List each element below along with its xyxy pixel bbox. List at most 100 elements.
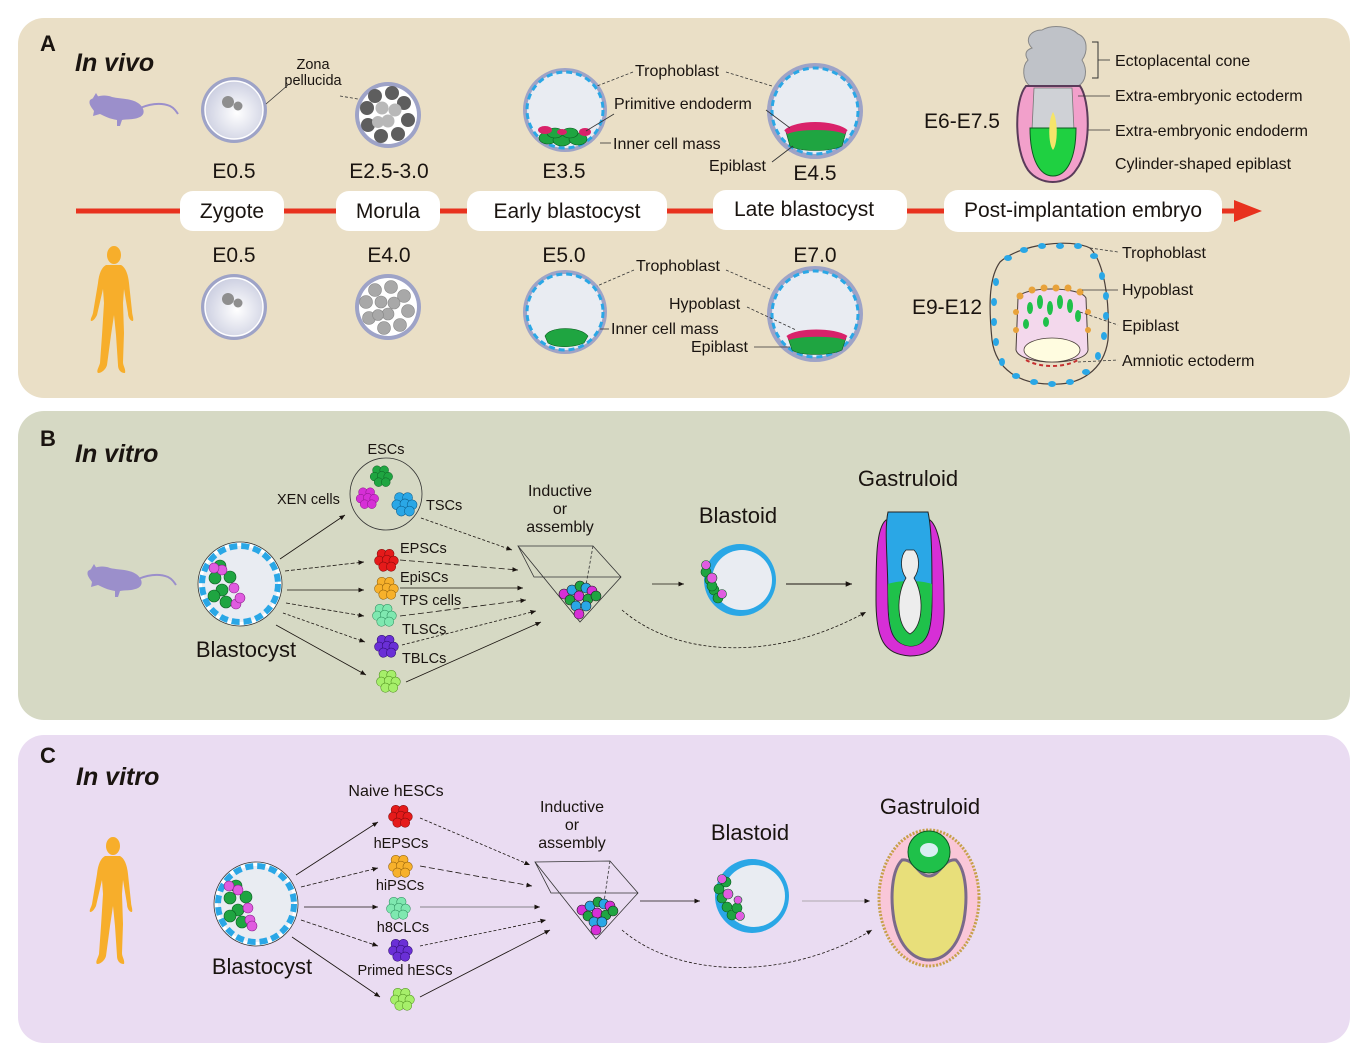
stage-pill-early-blastocyst: Early blastocyst — [467, 191, 667, 231]
blastoid-label-c: Blastoid — [711, 820, 789, 845]
assembly-arrows-b — [399, 517, 542, 683]
label-trophoblast-post: Trophoblast — [1122, 245, 1206, 262]
human-icon — [89, 837, 133, 964]
cluster-tps-cells — [372, 603, 397, 627]
label-amniotic-ectoderm: Amniotic ectoderm — [1122, 353, 1255, 370]
source-label-c: Blastocyst — [212, 954, 312, 979]
blastoid-illustration-b — [700, 544, 776, 616]
cluster-h8clcs — [388, 938, 413, 962]
mouse-morula-illustration — [355, 82, 421, 148]
human-time-morula: E4.0 — [367, 244, 410, 267]
panel-a-content: A In vivo Zygote Morula Early blastocyst… — [40, 26, 1308, 387]
human-time-zygote: E0.5 — [212, 244, 255, 267]
cluster-hipscs — [386, 896, 411, 920]
mouse-time-late-blastocyst: E4.5 — [793, 162, 836, 185]
svg-text:Early blastocyst: Early blastocyst — [493, 200, 640, 223]
process-line2-c: or — [565, 817, 580, 834]
label-episcs: EpiSCs — [400, 570, 448, 586]
label-tlscs: TLSCs — [402, 622, 446, 638]
cluster-episcs — [374, 576, 399, 600]
human-post-implantation-illustration — [989, 242, 1109, 387]
blastocyst-illustration-b — [197, 541, 283, 627]
arrow-to-gastruloid-b — [621, 609, 867, 649]
label-primitive-endoderm: Primitive endoderm — [614, 96, 752, 113]
label-epiblast-human: Epiblast — [691, 339, 748, 356]
process-line2-b: or — [553, 501, 568, 518]
human-early-blastocyst-illustration — [523, 270, 607, 354]
blastoid-illustration-c — [713, 859, 789, 933]
esc-cluster — [369, 465, 394, 488]
cluster-naive-hescs — [388, 804, 413, 828]
label-epscs: EPSCs — [400, 541, 447, 557]
stage-pill-late-blastocyst: Late blastocyst — [713, 190, 907, 230]
human-time-early-blastocyst: E5.0 — [542, 244, 585, 267]
label-tps-cells: TPS cells — [400, 593, 461, 609]
panel-b-content: B In vitro Blastocyst ESCs XEN cells TSC… — [40, 426, 958, 693]
label-inner-cell-mass-human: Inner cell mass — [611, 321, 719, 338]
label-xen-cells: XEN cells — [277, 492, 340, 508]
gastruloid-illustration-b — [875, 511, 945, 657]
derivation-arrows-c — [291, 821, 381, 998]
label-naive-hescs: Naive hESCs — [348, 783, 443, 800]
human-time-late-blastocyst: E7.0 — [793, 244, 836, 267]
gastruloid-illustration-c — [877, 828, 981, 968]
panel-b-title: In vitro — [75, 440, 158, 468]
mouse-early-blastocyst-illustration — [523, 68, 607, 152]
assembly-pyramid-c — [534, 860, 639, 940]
mouse-icon — [88, 92, 179, 127]
label-zona-line1: Zona — [296, 57, 330, 73]
human-icon — [90, 246, 134, 373]
stage-pill-morula: Morula — [336, 191, 440, 231]
xen-cluster — [355, 487, 380, 510]
cluster-epscs — [374, 548, 399, 572]
svg-text:Morula: Morula — [356, 200, 421, 223]
label-hypoblast-human: Hypoblast — [669, 296, 741, 313]
human-time-post-implantation: E9-E12 — [912, 296, 982, 319]
human-zygote-illustration — [201, 274, 267, 340]
mouse-late-blastocyst-illustration — [767, 63, 863, 159]
cluster-primed-hescs — [390, 987, 415, 1011]
human-morula-illustration — [355, 274, 421, 340]
mouse-zygote-illustration — [201, 77, 267, 143]
mouse-icon — [86, 563, 177, 598]
label-cylinder-epiblast: Cylinder-shaped epiblast — [1115, 156, 1292, 173]
label-trophoblast-human: Trophoblast — [636, 258, 720, 275]
process-line1-c: Inductive — [540, 799, 604, 816]
panel-letter-b: B — [40, 426, 56, 451]
gastruloid-label-b: Gastruloid — [858, 466, 958, 491]
panel-a-title: In vivo — [75, 49, 154, 77]
mouse-time-early-blastocyst: E3.5 — [542, 160, 585, 183]
arrow-to-gastruloid-c — [621, 929, 873, 968]
label-extra-embryonic-ectoderm: Extra-embryonic ectoderm — [1115, 88, 1303, 105]
label-tscs: TSCs — [426, 498, 462, 514]
derivation-arrows-b — [275, 514, 367, 676]
label-primed-hescs: Primed hESCs — [357, 963, 452, 979]
source-label-b: Blastocyst — [196, 637, 296, 662]
label-epiblast-post: Epiblast — [1122, 318, 1179, 335]
stage-pill-zygote: Zygote — [180, 191, 284, 231]
cluster-hepscs — [388, 854, 413, 878]
process-line1-b: Inductive — [528, 483, 592, 500]
cluster-tblcs — [376, 669, 401, 693]
panel-letter-c: C — [40, 743, 56, 768]
label-tblcs: TBLCs — [402, 651, 446, 667]
gastruloid-label-c: Gastruloid — [880, 794, 980, 819]
svg-text:Late blastocyst: Late blastocyst — [734, 198, 874, 221]
assembly-pyramid-b — [517, 545, 622, 623]
svg-text:Post-implantation embryo: Post-implantation embryo — [964, 199, 1202, 222]
label-zona-line2: pellucida — [284, 73, 342, 89]
label-hipscs: hiPSCs — [376, 878, 424, 894]
tsc-cluster — [391, 492, 418, 517]
label-inner-cell-mass-mouse: Inner cell mass — [613, 136, 721, 153]
svg-text:Zygote: Zygote — [200, 200, 264, 223]
label-epiblast-mouse: Epiblast — [709, 158, 766, 175]
mouse-time-morula: E2.5-3.0 — [349, 160, 428, 183]
label-extra-embryonic-endoderm: Extra-embryonic endoderm — [1115, 123, 1308, 140]
label-h8clcs: h8CLCs — [377, 920, 429, 936]
stem-cell-group — [349, 457, 423, 531]
panel-c-title: In vitro — [76, 763, 159, 791]
assembly-arrows-c — [419, 817, 551, 998]
mouse-time-post-implantation: E6-E7.5 — [924, 110, 1000, 133]
stage-pill-post-implantation: Post-implantation embryo — [944, 190, 1222, 232]
panel-c-content: C In vitro Blastocyst Naive hESCs hEPSCs… — [40, 743, 981, 1011]
